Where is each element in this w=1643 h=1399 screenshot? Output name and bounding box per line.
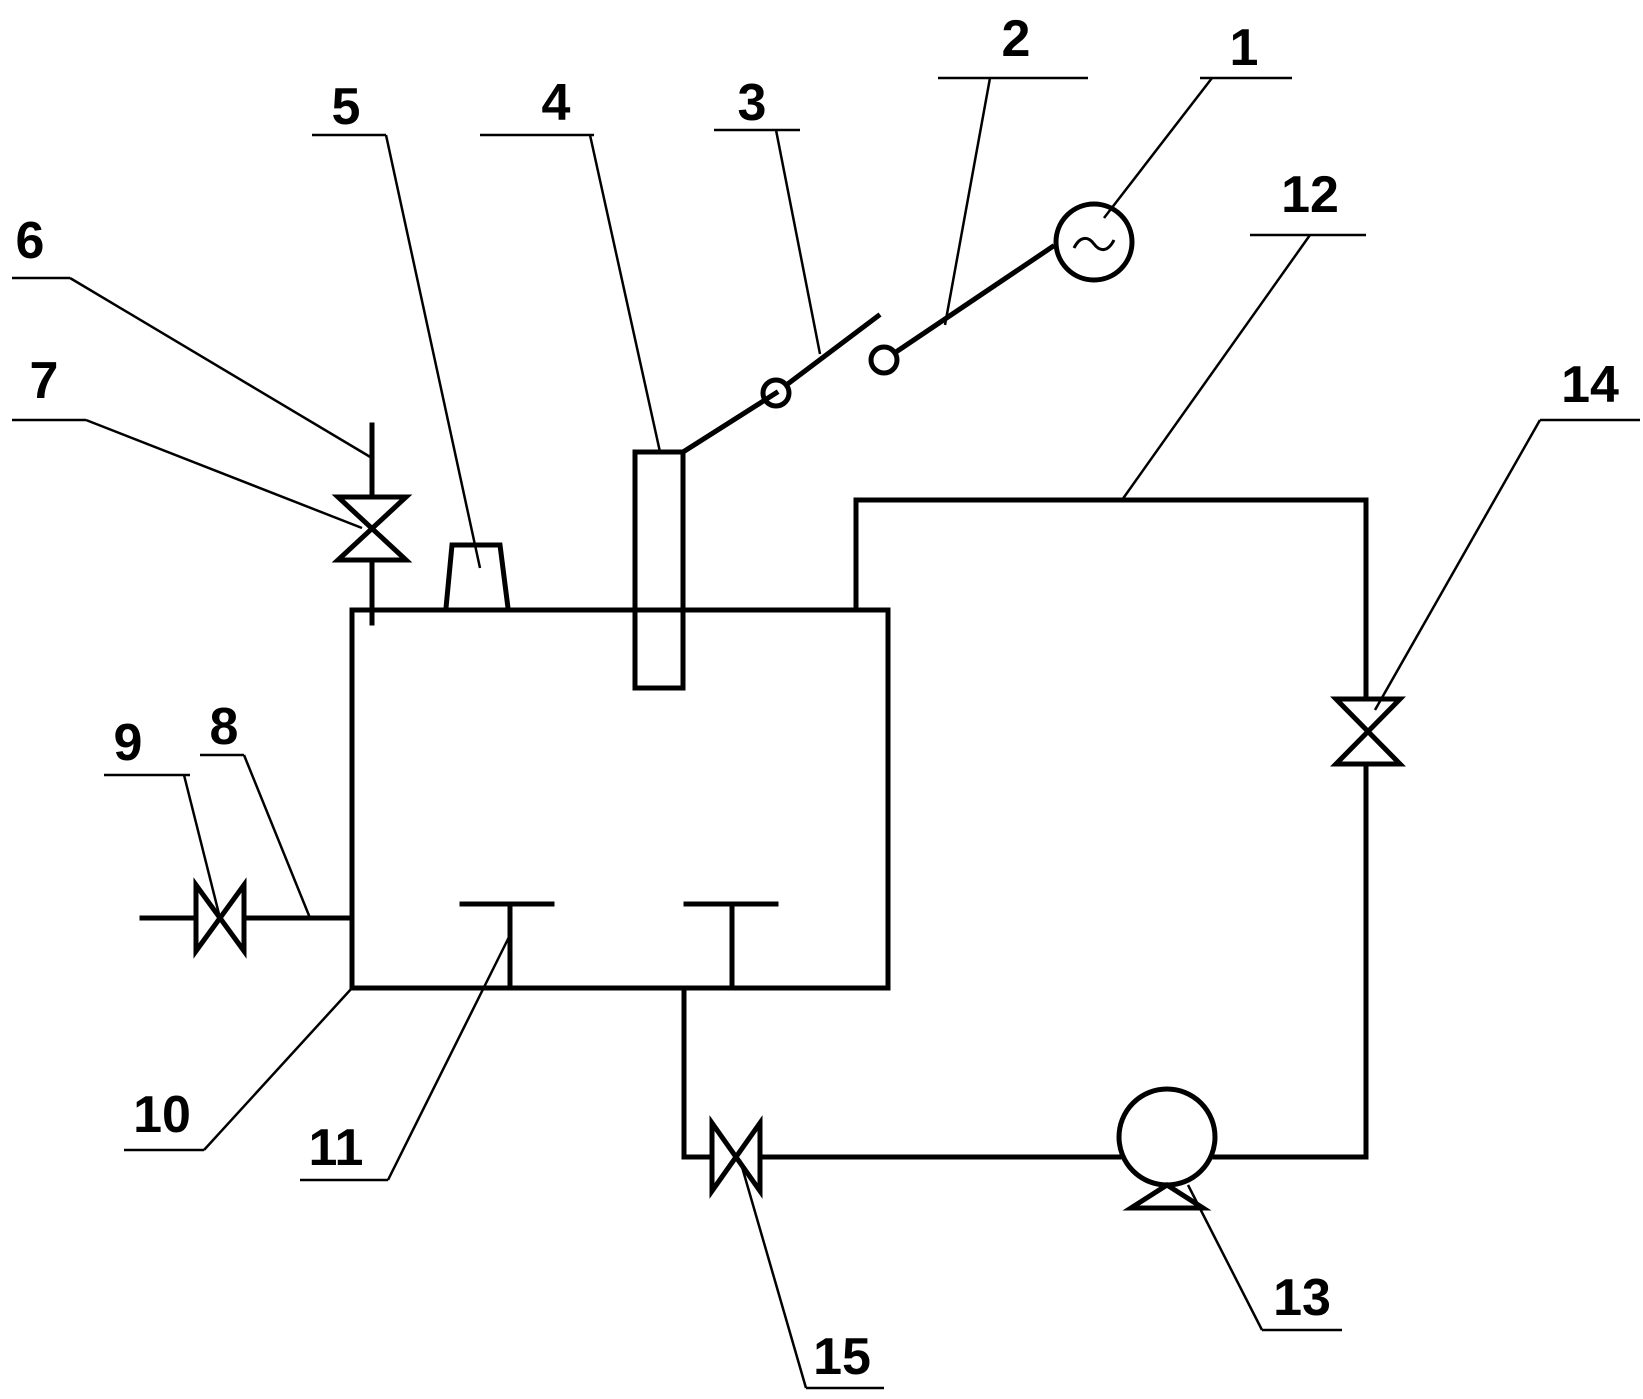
valve-icon [193,877,247,959]
wire-switch-source [892,243,1056,356]
aerators [459,901,779,991]
label-7: 7 [30,352,59,410]
valve-icon [1330,696,1406,767]
label-2: 2 [1002,10,1031,68]
return-pipe [853,497,1369,700]
valve-icon [331,494,413,563]
label-9: 9 [114,714,143,772]
label-12: 12 [1281,166,1339,224]
ac-power-source-icon [1053,201,1135,283]
loop-pipe-right [1212,761,1369,1160]
tank [349,607,891,991]
drain-pipe [139,877,355,959]
switch-terminal-right [868,344,900,376]
label-6: 6 [16,212,45,270]
label-15: 15 [813,1328,871,1386]
label-5: 5 [332,78,361,136]
label-3: 3 [738,74,767,132]
label-11: 11 [309,1119,364,1177]
label-13: 13 [1273,1269,1331,1327]
vent-pipe [331,422,413,626]
leader-lines [12,76,1640,1390]
label-8: 8 [210,698,239,756]
loop-pipe-left [681,985,715,1160]
wire-electrode-switch [679,389,780,456]
electrical-circuit [679,201,1135,456]
label-14: 14 [1561,356,1619,414]
label-4: 4 [542,74,571,132]
electrode [632,449,686,691]
label-10: 10 [133,1086,191,1144]
pump-icon [1116,1086,1218,1211]
valve-icon [709,1115,763,1199]
switch-icon [785,312,882,387]
label-1: 1 [1230,19,1259,77]
switch-terminal-left [760,377,792,409]
circulation-loop [681,497,1406,1211]
